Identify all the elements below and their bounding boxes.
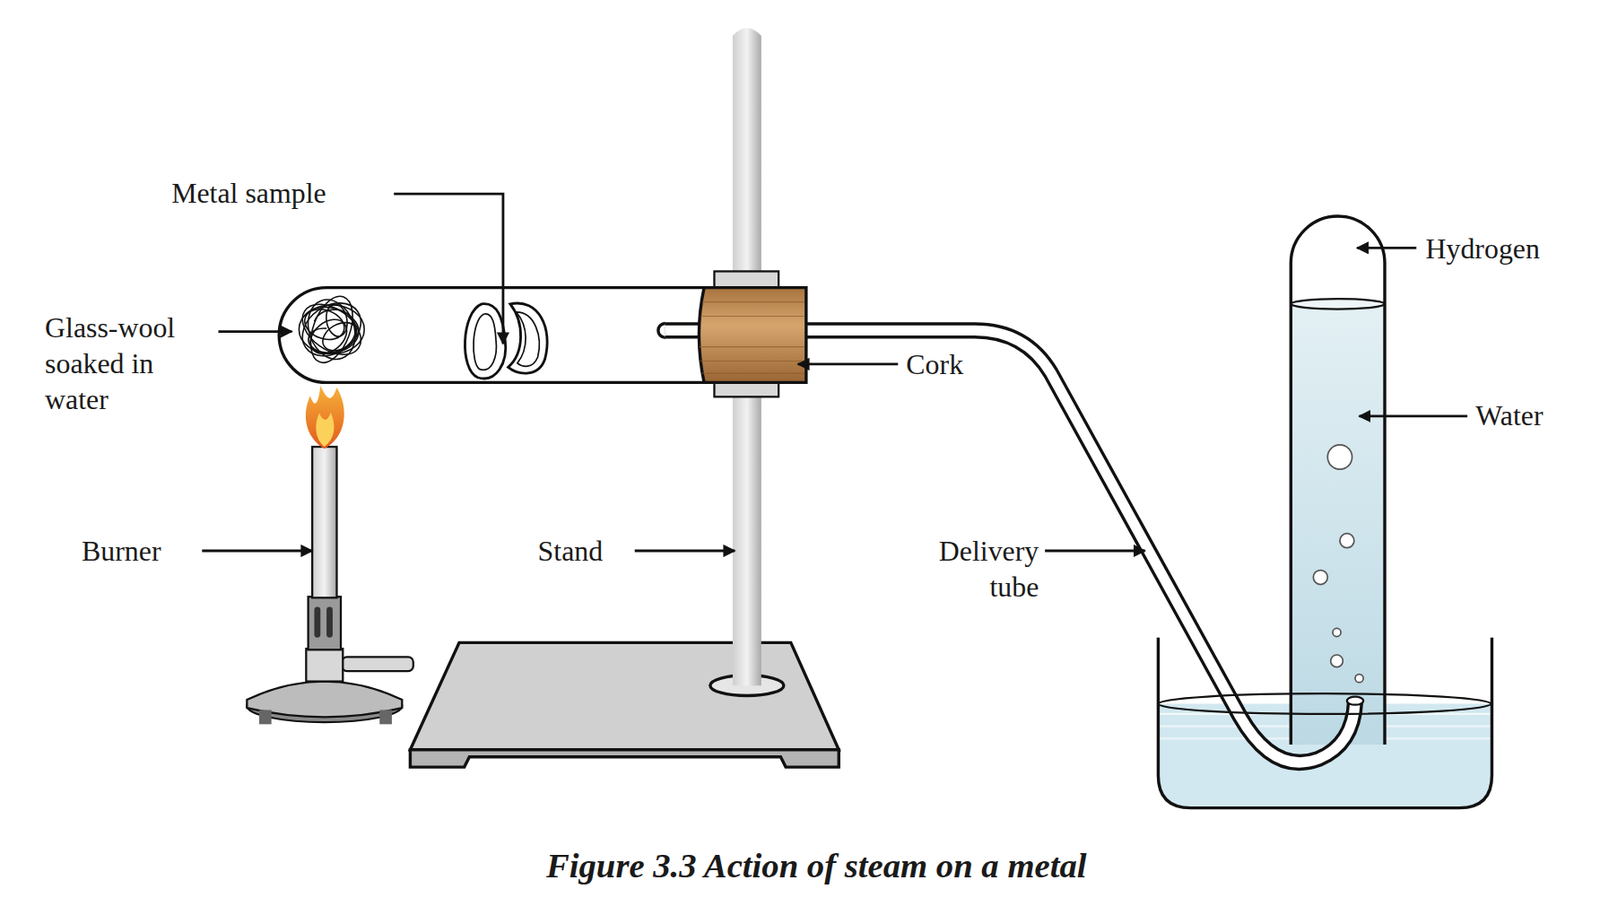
gas-bubbles (1313, 444, 1364, 683)
part-label: Metal sample (171, 175, 327, 212)
label-text: Water (1475, 400, 1543, 432)
gas-jar (1290, 216, 1385, 745)
test-tube (278, 287, 807, 383)
part-label: Water (1475, 397, 1543, 434)
part-label: Burner (81, 533, 161, 570)
part-label: Hydrogen (1426, 230, 1540, 267)
label-text: Glass-wool soaked in water (44, 312, 175, 416)
leader-lines (201, 193, 1468, 551)
metal-sample (464, 303, 548, 379)
label-text: Cork (905, 348, 964, 381)
label-text: Hydrogen (1426, 232, 1540, 264)
part-label: Stand (538, 533, 604, 570)
part-label: Glass-wool soaked in water (44, 310, 217, 418)
label-text: Delivery tube (939, 535, 1039, 603)
part-label: Cork (905, 347, 964, 383)
caption-text: Figure 3.3 Action of steam on a metal (546, 846, 1087, 885)
burner (246, 385, 413, 725)
label-text: Metal sample (171, 177, 327, 209)
part-label: Delivery tube (902, 533, 1039, 606)
delivery-tube (658, 322, 1364, 762)
label-text: Burner (81, 535, 161, 567)
stand (409, 27, 839, 767)
label-text: Stand (538, 535, 604, 567)
trough-outline (1157, 637, 1492, 809)
glass-wool (292, 290, 372, 369)
figure-caption: Figure 3.3 Action of steam on a metal (305, 846, 1327, 886)
cork (698, 270, 980, 397)
